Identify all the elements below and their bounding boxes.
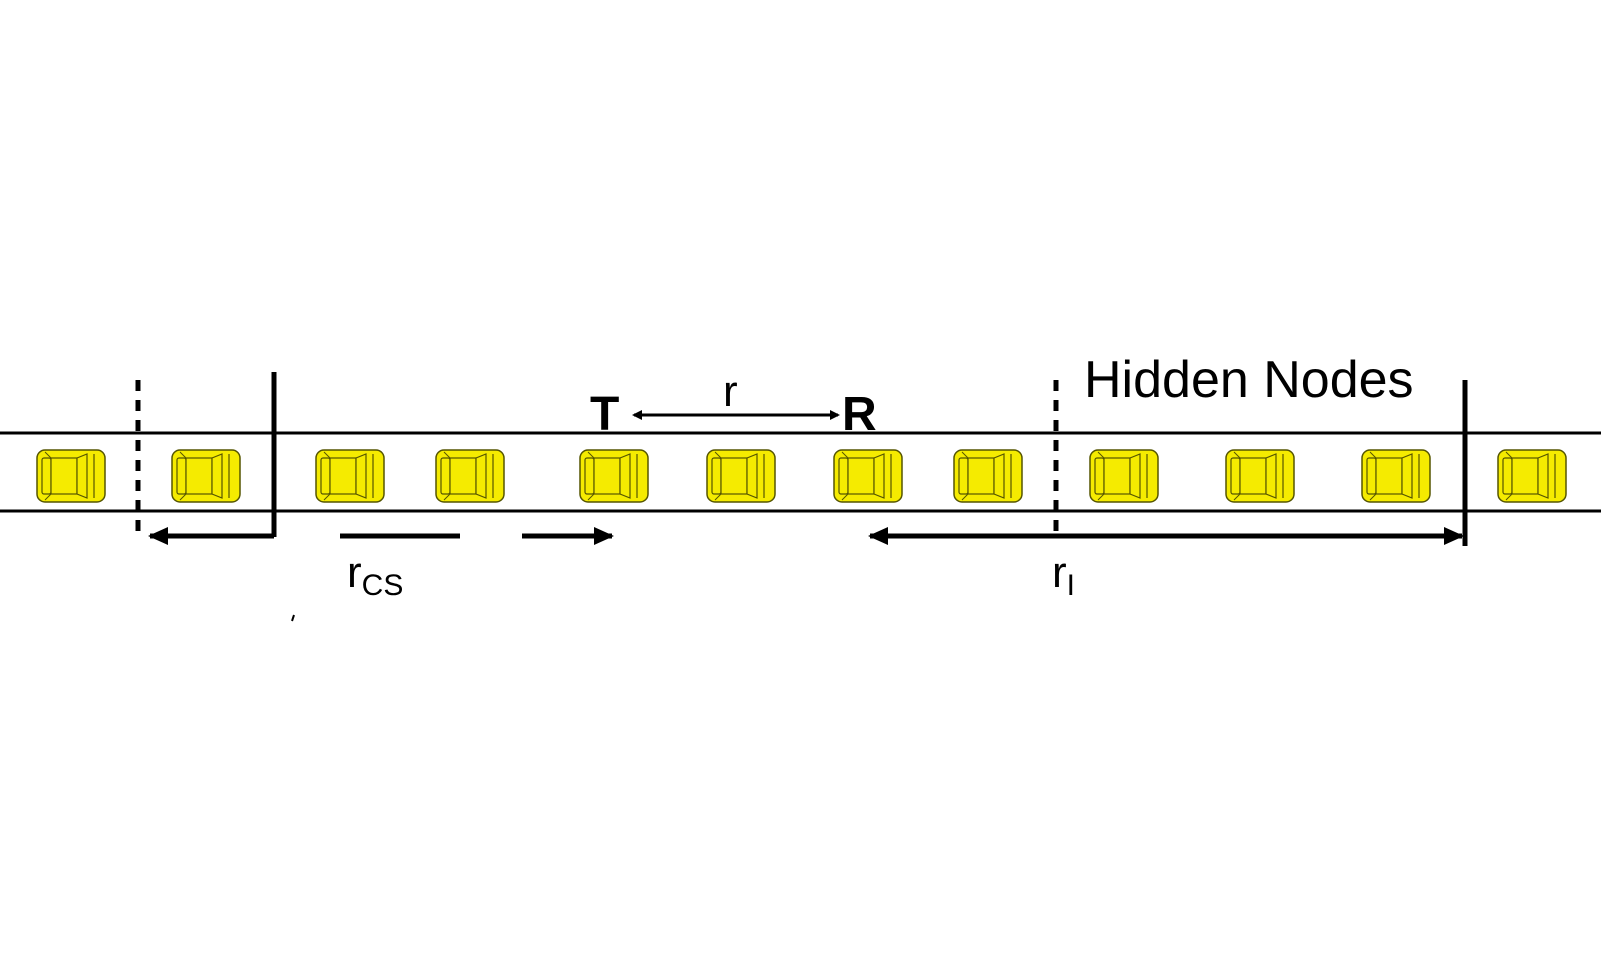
vehicle [833, 449, 903, 503]
receiver-label: R [842, 388, 877, 441]
cs-range-label-base: r [347, 548, 362, 597]
vehicle-row [36, 449, 1567, 503]
stray-mark [291, 614, 295, 622]
vehicle [435, 449, 505, 503]
vehicle [706, 449, 776, 503]
vehicle [1089, 449, 1159, 503]
range-label: r [723, 367, 738, 416]
transmitter-label: T [590, 388, 619, 441]
vehicle [1497, 449, 1567, 503]
vehicle [36, 449, 106, 503]
cs-range-label: rCS [347, 548, 403, 602]
vehicle [1225, 449, 1295, 503]
vehicle [171, 449, 241, 503]
vehicle [1361, 449, 1431, 503]
vehicle [579, 449, 649, 503]
vehicle [315, 449, 385, 503]
interference-range-label-sub: I [1067, 569, 1075, 602]
interference-range-label: rI [1052, 548, 1075, 602]
vehicle [953, 449, 1023, 503]
interference-range-label-base: r [1052, 548, 1067, 597]
hidden-nodes-label: Hidden Nodes [1084, 351, 1414, 409]
cs-range-label-sub: CS [362, 569, 404, 602]
